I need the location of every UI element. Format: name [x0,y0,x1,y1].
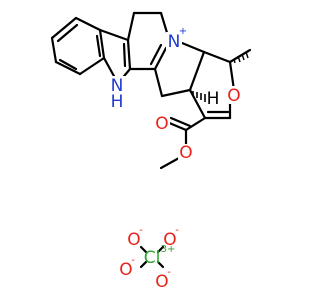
perchlorate-oxygen-bottom-left: O [119,260,132,280]
atom-indole-h: H [111,92,124,112]
perchlorate-oxygen-top-right: O [163,230,176,250]
atom-carbonyl-oxygen: O [154,114,170,134]
chlorine-charge: 3+ [161,244,176,255]
ester-oxygen-label: O [179,143,192,163]
stereo-h-label: H [207,89,220,109]
perchlorate-oxygen-bottom-left-charge: - [131,255,135,266]
atom-quaternary-n: N + [166,26,187,52]
atom-ester-oxygen: O [178,143,194,163]
perchlorate-oxygen-bottom-right: O [155,272,168,292]
indole-nh-label: N [111,76,124,96]
chlorine-label: Cl [144,248,161,268]
chemical-structure-drawing: N H N + O H O O Cl 3+ O - O [50,11,252,292]
perchlorate-oxygen-top-left: O [127,230,140,250]
quaternary-n-label: N [168,32,181,52]
atom-ring-oxygen: O [226,86,242,106]
stereo-hash-bond-methyl [233,51,249,64]
atom-indole-nh: N [106,76,132,96]
perchlorate-oxygen-top-right-charge: - [175,225,179,236]
stereo-hash-bond [192,91,206,102]
carbonyl-oxygen-label: O [155,114,168,134]
indole-h-label: H [111,92,124,112]
perchlorate-oxygen-top-left-charge: - [139,225,143,236]
atom-stereo-h: H [206,89,220,109]
quaternary-n-charge: + [179,26,187,37]
bond-skeleton [50,11,252,170]
perchlorate-counterion: Cl 3+ O - O - O - O - [119,225,179,292]
perchlorate-oxygen-bottom-right-charge: - [167,267,171,278]
ring-oxygen-label: O [227,86,240,106]
